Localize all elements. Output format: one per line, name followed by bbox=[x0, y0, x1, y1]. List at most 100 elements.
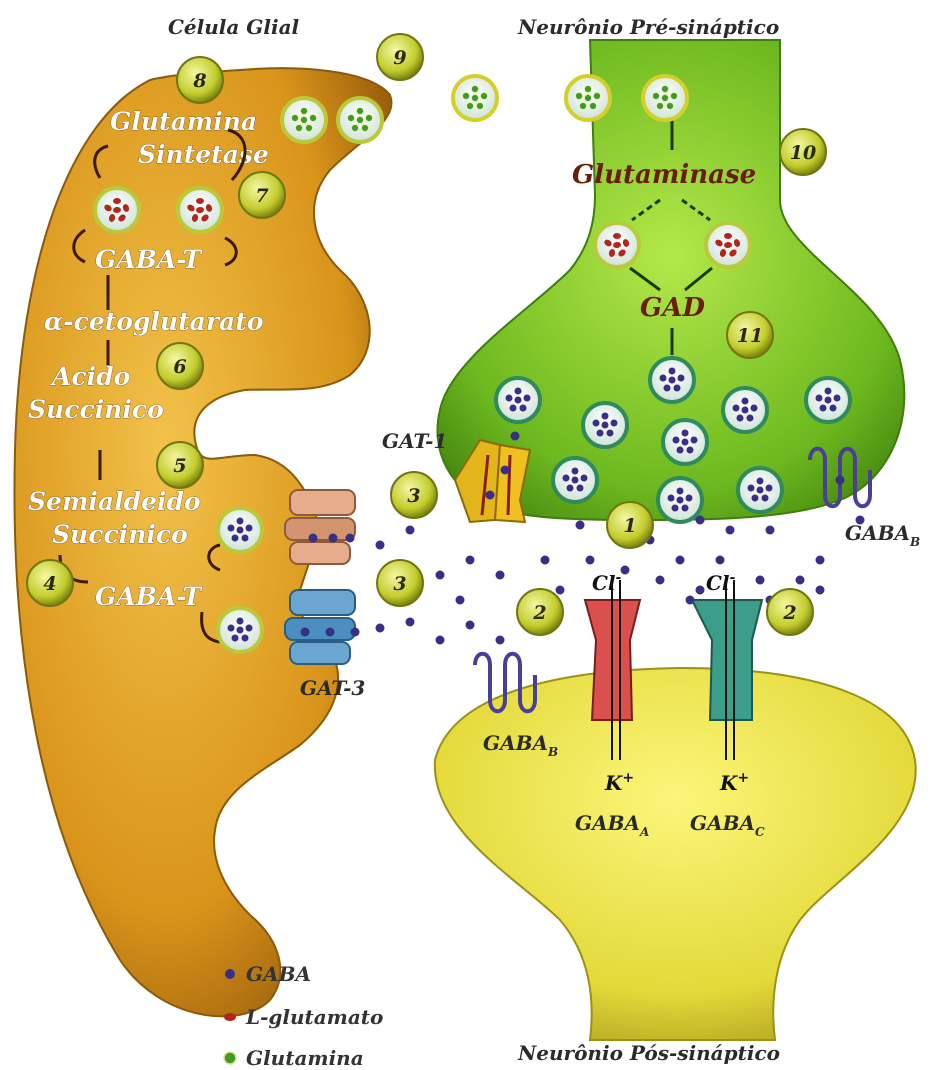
step-marker-4: 4 bbox=[27, 560, 73, 606]
gad-label: GAD bbox=[640, 293, 705, 323]
gat3-transporter bbox=[285, 590, 355, 664]
gaba-vesicle bbox=[738, 468, 782, 512]
gaba-molecule bbox=[246, 525, 253, 532]
gaba-molecule bbox=[673, 437, 680, 444]
gaba-vesicle bbox=[650, 358, 694, 402]
gaba-vesicle bbox=[723, 388, 767, 432]
glutamate-vesicle bbox=[595, 223, 639, 267]
glutamine-vesicle bbox=[566, 76, 610, 120]
gaba-molecule bbox=[541, 556, 550, 565]
glutamine-molecule bbox=[661, 94, 668, 101]
step-marker-9: 9 bbox=[377, 34, 423, 80]
step-marker-11: 11 bbox=[727, 312, 773, 358]
semialdeido-line2: Succinico bbox=[52, 520, 188, 549]
gaba-molecule bbox=[496, 571, 505, 580]
gaba-molecule bbox=[406, 618, 415, 627]
cl-ion-sup-2: - bbox=[730, 570, 736, 586]
glutamine-molecule bbox=[584, 94, 591, 101]
gaba-molecule bbox=[572, 468, 579, 475]
gaba-molecule bbox=[757, 478, 764, 485]
step-number: 11 bbox=[737, 325, 763, 347]
glial-transporter-pink bbox=[285, 490, 355, 564]
gaba-vesicle bbox=[663, 420, 707, 464]
gaba-molecule bbox=[664, 385, 671, 392]
gaba-vesicle bbox=[806, 378, 850, 422]
gaba-molecule bbox=[672, 505, 679, 512]
step-number: 3 bbox=[393, 573, 406, 595]
gaba-molecule bbox=[825, 388, 832, 395]
step-marker-6: 6 bbox=[157, 343, 203, 389]
glutamine-molecule bbox=[356, 116, 363, 123]
gabaa-label: GABA bbox=[575, 811, 640, 835]
gaba-molecule bbox=[676, 556, 685, 565]
glutamine-molecule bbox=[462, 92, 469, 99]
step-marker-10: 10 bbox=[780, 129, 826, 175]
gaba-molecule bbox=[660, 375, 667, 382]
gaba-molecule bbox=[456, 596, 465, 605]
glutamine-vesicle bbox=[643, 76, 687, 120]
alpha-ketoglutarate: α-cetoglutarato bbox=[44, 307, 263, 336]
gaba-molecule bbox=[466, 621, 475, 630]
gaba-molecule bbox=[556, 586, 565, 595]
step-marker-3: 3 bbox=[391, 472, 437, 518]
gaba-molecule bbox=[820, 405, 827, 412]
step-marker-2: 2 bbox=[517, 589, 563, 635]
step-number: 8 bbox=[192, 70, 206, 92]
glutamine-molecule bbox=[480, 92, 487, 99]
gaba-molecule bbox=[742, 398, 749, 405]
glutamate-vesicle bbox=[706, 223, 750, 267]
gaba-molecule bbox=[520, 405, 527, 412]
acido-line2: Succinico bbox=[28, 395, 164, 424]
gaba-molecule bbox=[511, 432, 520, 441]
glutamine-molecule bbox=[351, 124, 358, 131]
glutamine-molecule bbox=[661, 85, 668, 92]
gaba-molecule bbox=[436, 571, 445, 580]
gaba-molecule bbox=[510, 405, 517, 412]
gabab-pre-label: GABA bbox=[845, 521, 910, 545]
glutamine-molecule bbox=[309, 114, 316, 121]
glutamine-molecule bbox=[356, 107, 363, 114]
gaba-molecule bbox=[737, 415, 744, 422]
gat1-label: GAT-1 bbox=[382, 429, 447, 453]
glutamine-molecule bbox=[575, 92, 582, 99]
gaba-molecule bbox=[834, 395, 841, 402]
gaba-molecule bbox=[602, 413, 609, 420]
gaba-molecule bbox=[766, 526, 775, 535]
gaba-molecule bbox=[696, 586, 705, 595]
gaba-molecule bbox=[678, 375, 685, 382]
gaba-molecule bbox=[329, 534, 338, 543]
glutamate-vesicle bbox=[178, 188, 222, 232]
gaba-vesicle bbox=[553, 458, 597, 502]
legend-gaba-swatch bbox=[225, 969, 235, 979]
gaba-molecule bbox=[856, 516, 865, 525]
gaba-molecule bbox=[686, 596, 695, 605]
glutamine-molecule bbox=[579, 102, 586, 109]
gaba-molecule bbox=[748, 485, 755, 492]
gaba-molecule bbox=[563, 475, 570, 482]
glutamine-molecule bbox=[305, 124, 312, 131]
gaba-t-bottom: GABA-T bbox=[95, 582, 204, 611]
k-ion-sup-1: + bbox=[622, 770, 634, 786]
glutamine-molecule bbox=[300, 116, 307, 123]
gaba-molecule bbox=[656, 576, 665, 585]
gaba-molecule bbox=[436, 636, 445, 645]
gat3-label: GAT-3 bbox=[300, 676, 365, 700]
gaba-molecule bbox=[515, 388, 522, 395]
gaba-molecule bbox=[687, 447, 694, 454]
glutamine-molecule bbox=[471, 85, 478, 92]
gabab-pre-label-sub: B bbox=[909, 535, 920, 549]
gaba-molecule bbox=[733, 405, 740, 412]
svg-text:Cl-: Cl- bbox=[706, 570, 736, 595]
gaba-molecule bbox=[682, 505, 689, 512]
gaba-molecule bbox=[581, 475, 588, 482]
gabaa-label-sub: A bbox=[639, 825, 649, 839]
gaba-molecule bbox=[237, 527, 244, 534]
gaba-molecule bbox=[506, 395, 513, 402]
gaba-molecule bbox=[496, 636, 505, 645]
gaba-molecule bbox=[682, 430, 689, 437]
gaba-molecule bbox=[466, 556, 475, 565]
gaba-molecule bbox=[586, 556, 595, 565]
gaba-molecule bbox=[237, 618, 244, 625]
step-number: 2 bbox=[782, 602, 796, 624]
